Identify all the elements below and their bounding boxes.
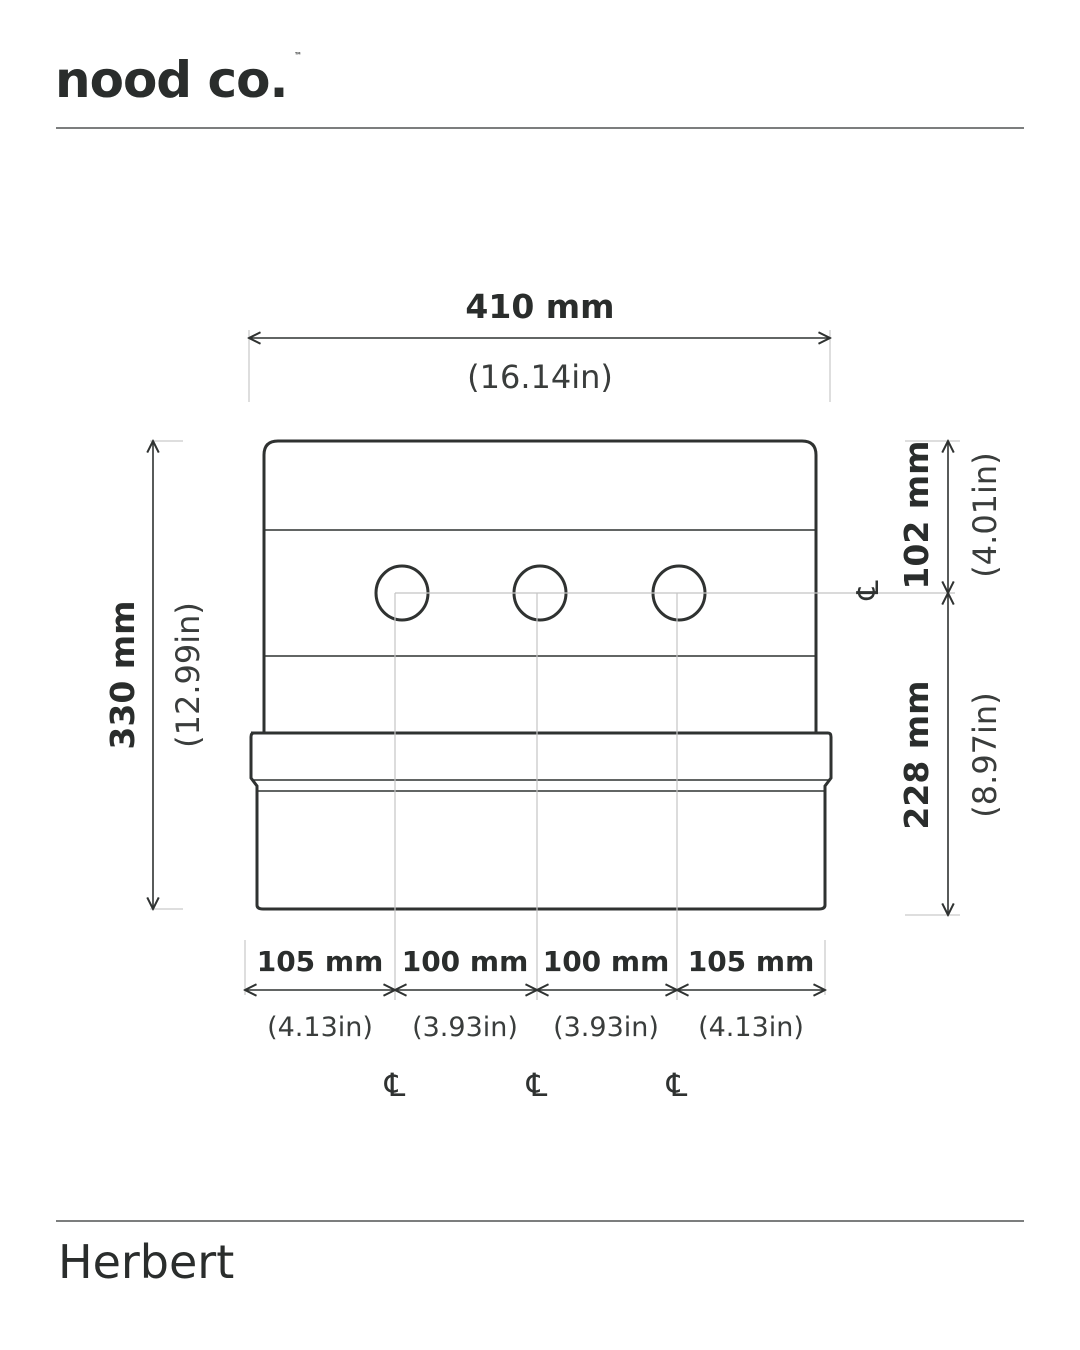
width-dimension: 410 mm (16.14in): [249, 287, 830, 402]
trademark-mark: ™: [294, 51, 302, 60]
spacing-in-label: (3.93in): [553, 1012, 659, 1043]
spacing-in-label: (4.13in): [267, 1012, 373, 1043]
bottom-offset-in-label: (8.97in): [966, 692, 1004, 817]
spacing-mm-label: 100 mm: [402, 945, 529, 978]
spacing-mm-label: 100 mm: [543, 945, 670, 978]
spacing-in-label: (4.13in): [698, 1012, 804, 1043]
width-in-label: (16.14in): [467, 358, 613, 396]
spacing-mm-label: 105 mm: [257, 945, 384, 978]
centerline-symbol: ℄: [666, 1066, 688, 1104]
centerline-symbol: ℄: [384, 1066, 406, 1104]
top-offset-mm-label: 102 mm: [897, 440, 936, 589]
centerlines: [394, 592, 955, 1000]
spacing-in-label: (3.93in): [412, 1012, 518, 1043]
centerline-symbol: ℄: [526, 1066, 548, 1104]
centerline-symbol: ℄: [851, 580, 886, 600]
top-offset-in-label: (4.01in): [966, 452, 1004, 577]
height-dimension: 330 mm (12.99in): [103, 441, 207, 909]
brand-logo: nood co.: [55, 51, 287, 109]
product-name: Herbert: [58, 1235, 234, 1289]
spacing-mm-label: 105 mm: [688, 945, 815, 978]
hole-spacing-dimensions: 105 mm 100 mm 100 mm 105 mm (4.13in) (3.…: [245, 940, 825, 1104]
height-in-label: (12.99in): [169, 602, 207, 748]
bottom-offset-mm-label: 228 mm: [897, 680, 936, 829]
width-mm-label: 410 mm: [465, 287, 614, 326]
vertical-offset-dimensions: 102 mm (4.01in) 228 mm (8.97in) ℄: [851, 440, 1004, 915]
height-mm-label: 330 mm: [103, 600, 142, 749]
product-outline: [249, 439, 833, 911]
